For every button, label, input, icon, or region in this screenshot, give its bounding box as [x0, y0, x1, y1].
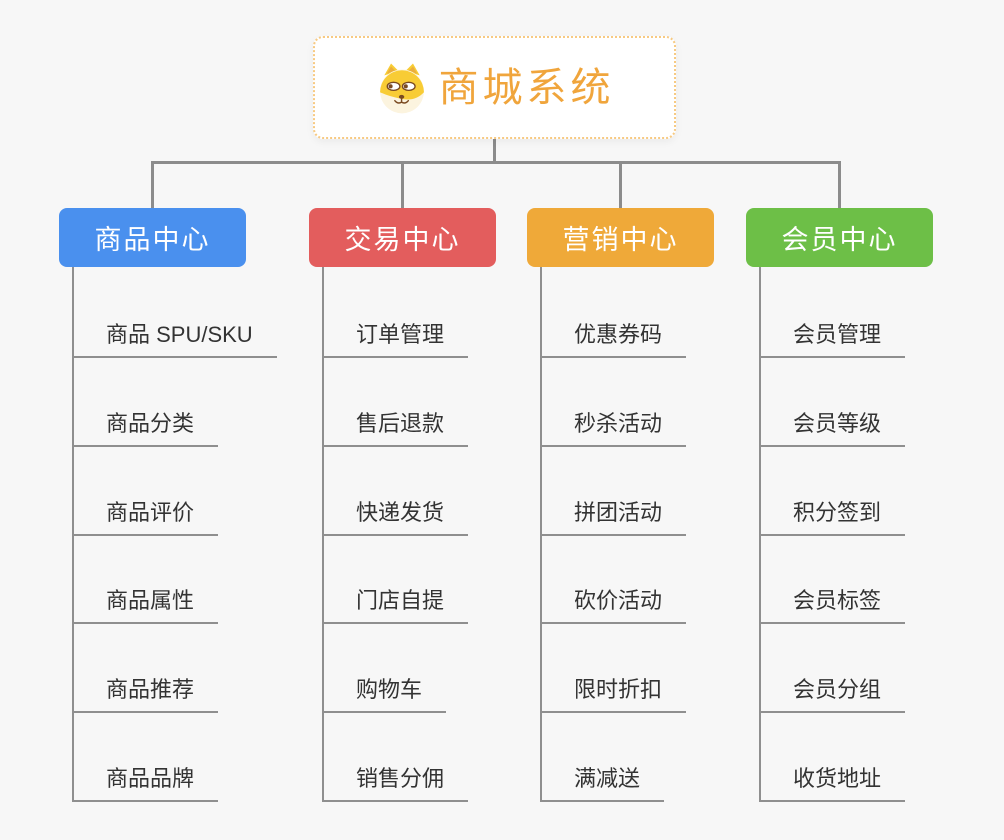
topic-item[interactable]: 门店自提 [322, 588, 469, 624]
topic-item[interactable]: 积分签到 [759, 500, 906, 536]
connector-branch-drop [151, 161, 154, 208]
topic-item[interactable]: 会员标签 [759, 588, 906, 624]
topic-item[interactable]: 砍价活动 [540, 588, 687, 624]
topic-item[interactable]: 秒杀活动 [540, 411, 687, 447]
branch-trade-center: 交易中心 订单管理 售后退款 快递发货 门店自提 购物车 销售分佣 [309, 208, 496, 802]
topic-item[interactable]: 优惠券码 [540, 322, 687, 358]
topic-item[interactable]: 订单管理 [322, 322, 469, 358]
branch-product-center: 商品中心 商品 SPU/SKU 商品分类 商品评价 商品属性 商品推荐 商品品牌 [59, 208, 277, 802]
connector-branch-drop [619, 161, 622, 208]
branch-node-product-center[interactable]: 商品中心 [59, 208, 246, 267]
topic-item[interactable]: 会员分组 [759, 677, 906, 713]
topic-item[interactable]: 会员等级 [759, 411, 906, 447]
branch-node-trade-center[interactable]: 交易中心 [309, 208, 496, 267]
topic-item[interactable]: 售后退款 [322, 411, 469, 447]
topic-item[interactable]: 满减送 [540, 766, 665, 802]
topic-item[interactable]: 快递发货 [322, 500, 469, 536]
topic-item[interactable]: 商品分类 [72, 411, 219, 447]
branch-member-center: 会员中心 会员管理 会员等级 积分签到 会员标签 会员分组 收货地址 [746, 208, 933, 802]
connector-root-drop [493, 139, 496, 164]
topic-item[interactable]: 商品属性 [72, 588, 219, 624]
root-title: 商城系统 [438, 65, 615, 110]
connector-branch-drop [838, 161, 841, 208]
topic-item[interactable]: 商品推荐 [72, 677, 219, 713]
topic-item[interactable]: 会员管理 [759, 322, 906, 358]
root-node[interactable]: 商城系统 [313, 36, 676, 139]
topic-item[interactable]: 限时折扣 [540, 677, 687, 713]
branch-node-marketing-center[interactable]: 营销中心 [527, 208, 714, 267]
branch-marketing-center: 营销中心 优惠券码 秒杀活动 拼团活动 砍价活动 限时折扣 满减送 [527, 208, 714, 802]
topic-item[interactable]: 商品评价 [72, 500, 219, 536]
dog-face-icon [379, 63, 424, 113]
topic-item[interactable]: 购物车 [322, 677, 447, 713]
topic-item[interactable]: 收货地址 [759, 766, 906, 802]
topic-item[interactable]: 拼团活动 [540, 500, 687, 536]
topic-item[interactable]: 商品品牌 [72, 766, 219, 802]
topic-item[interactable]: 销售分佣 [322, 766, 469, 802]
connector-bus [151, 161, 841, 164]
topic-item[interactable]: 商品 SPU/SKU [72, 322, 277, 358]
branch-node-member-center[interactable]: 会员中心 [746, 208, 933, 267]
connector-branch-drop [401, 161, 404, 208]
